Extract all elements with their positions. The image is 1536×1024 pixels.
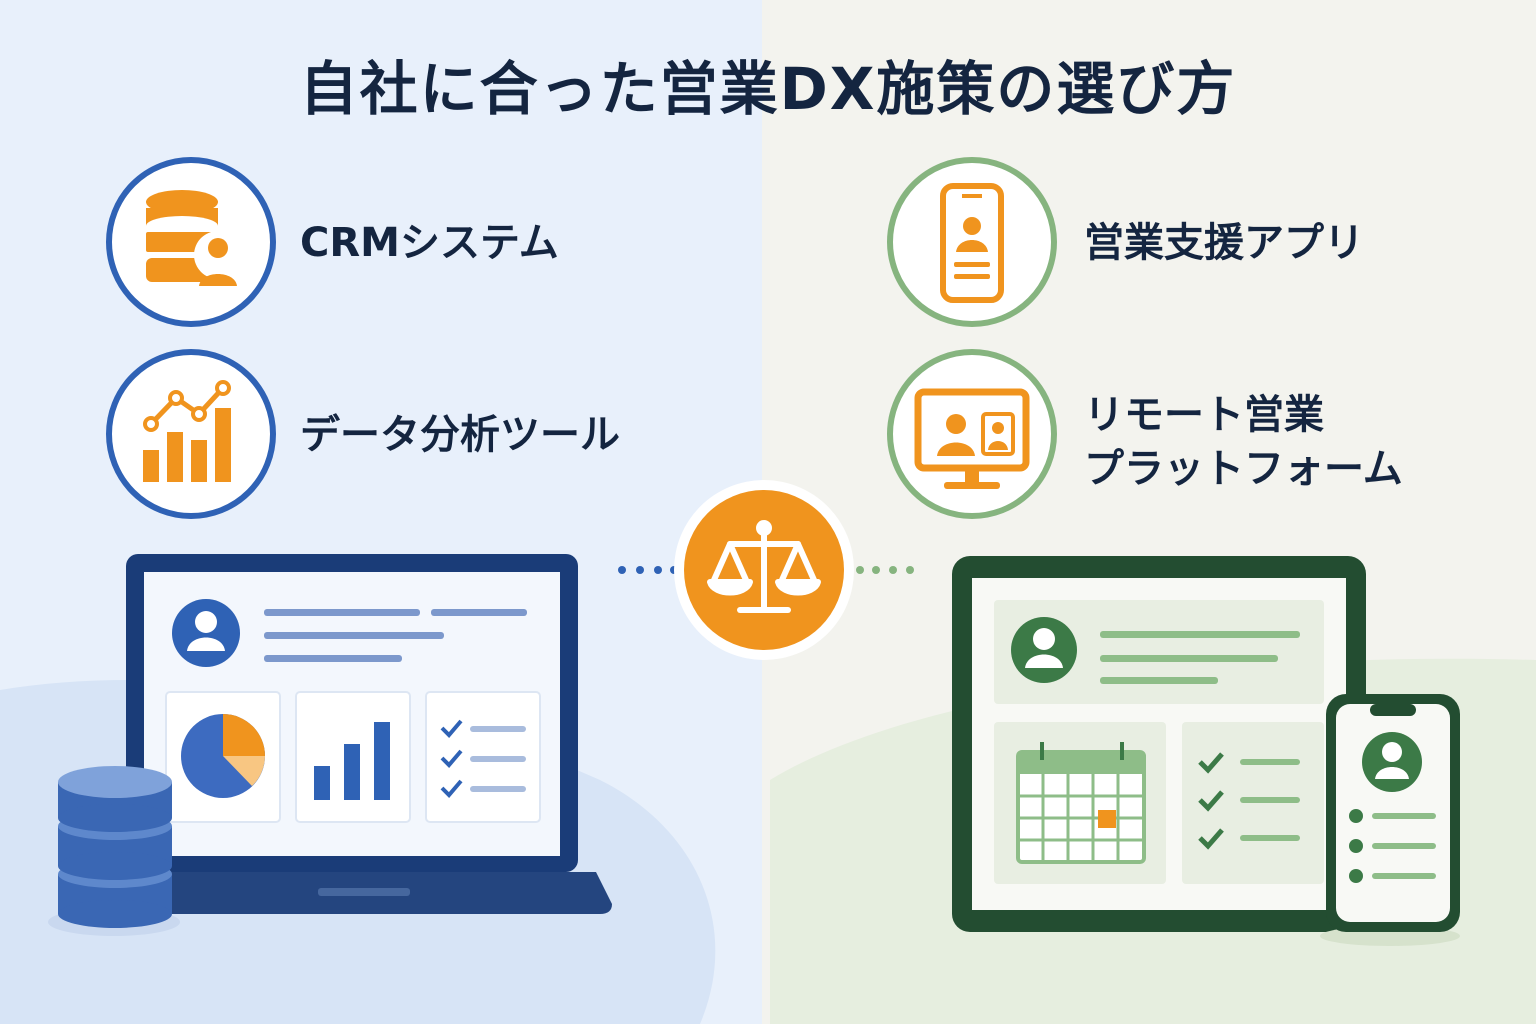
bar-chart-trend-icon: [143, 380, 231, 482]
connector-dots-left: [618, 566, 678, 574]
crm-icon-circle: [106, 157, 276, 327]
sales-support-app-label: 営業支援アプリ: [1084, 220, 1364, 266]
remote-sales-platform-label: リモート営業 プラットフォーム: [1084, 388, 1403, 496]
laptop-crm-dashboard: [92, 554, 612, 914]
data-tool-icon-circle: [106, 349, 276, 519]
page-title: 自社に合った営業DX施策の選び方: [299, 55, 1237, 123]
remote-sales-platform-label-line1: リモート営業: [1084, 392, 1324, 438]
database-stack-icon: [48, 766, 180, 936]
database-user-icon: [146, 190, 242, 286]
video-conference-icon: [914, 388, 1030, 489]
data-analysis-tool-label: データ分析ツール: [300, 412, 620, 458]
crm-system-label: CRMシステム: [300, 220, 559, 266]
app-icon-circle: [887, 157, 1057, 327]
balance-scale-badge: [674, 480, 854, 660]
connector-dots-right: [856, 566, 914, 574]
balance-scale-icon: [707, 520, 821, 613]
remote-sales-platform-label-line2: プラットフォーム: [1084, 446, 1403, 492]
tablet-sales-app: [952, 556, 1366, 932]
smartphone-profile-icon: [940, 183, 1004, 303]
remote-icon-circle: [887, 349, 1057, 519]
smartphone-device: [1320, 694, 1460, 946]
